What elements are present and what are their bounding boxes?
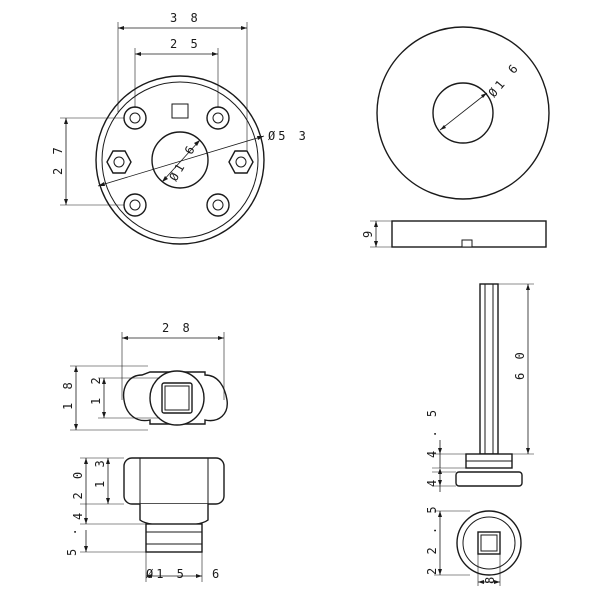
knob-square-inner xyxy=(164,385,190,411)
dim-12: 1 2 xyxy=(89,374,103,405)
dim-18: 1 8 xyxy=(61,379,75,410)
dim-25: 2 5 xyxy=(170,37,201,51)
dim-4-5: 4 . 5 xyxy=(425,407,439,458)
dim-5: 5 . xyxy=(65,525,79,556)
dim-6: 6 xyxy=(212,567,222,581)
rose-hex-bolts xyxy=(106,150,254,174)
rose-plate-front-view: 3 8 2 5 2 7 Ø5 3 Ø1 6 xyxy=(51,11,309,245)
rose-top-square xyxy=(171,103,189,119)
dim-420: 4 2 0 xyxy=(71,469,85,520)
knob-stem xyxy=(145,523,203,553)
spindle-shaft xyxy=(479,283,499,455)
dim-diameter-15: Ø1 5 xyxy=(146,567,187,581)
dim-8: 8 xyxy=(483,574,497,584)
knob-side-view: 1 3 4 2 0 5 . Ø1 5 6 xyxy=(65,457,225,582)
dim-13: 1 3 xyxy=(93,457,107,488)
cover-disc-view: Ø1 6 9 xyxy=(361,26,550,248)
dim-22-5: 2 2 . 5 xyxy=(425,503,439,575)
knob-top-view: 2 8 1 8 1 2 xyxy=(61,321,228,431)
spindle-side-view: 6 0 4 . 5 4 xyxy=(425,283,534,492)
knob-head xyxy=(123,457,225,505)
dim-4: 4 xyxy=(425,477,439,487)
cover-side-notch xyxy=(461,239,473,248)
spindle-flange xyxy=(455,471,523,487)
cover-center-hole xyxy=(432,82,494,144)
dim-9: 9 xyxy=(361,228,375,238)
spindle-end-view: 2 2 . 5 8 xyxy=(425,503,522,586)
dim-28: 2 8 xyxy=(162,321,193,335)
knob-neck xyxy=(139,504,209,527)
dim-38: 3 8 xyxy=(170,11,201,25)
dim-60: 6 0 xyxy=(513,349,527,380)
dim-diameter-53: Ø5 3 xyxy=(268,129,309,143)
rose-center-hub xyxy=(151,131,209,189)
dim-27: 2 7 xyxy=(51,144,65,175)
